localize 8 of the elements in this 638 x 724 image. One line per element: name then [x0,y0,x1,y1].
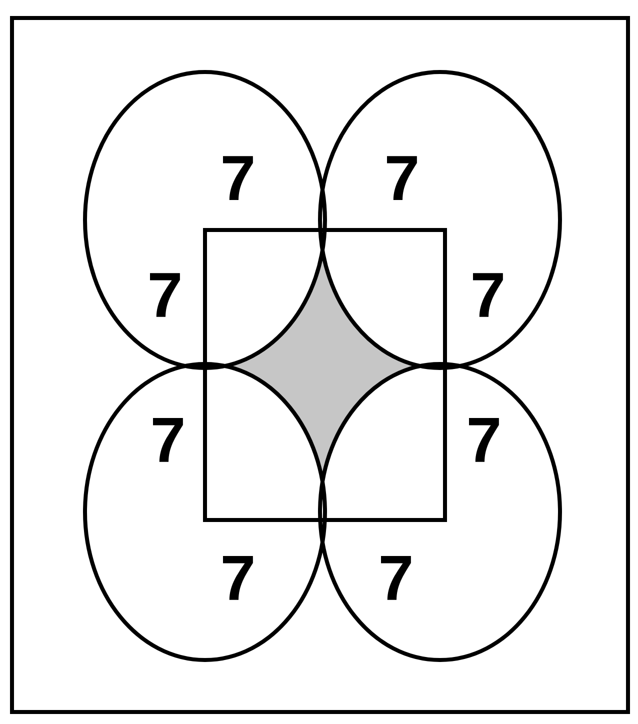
region-number: 7 [381,556,411,600]
region-number: 7 [473,273,503,317]
region-number: 7 [387,156,417,200]
region-number: 7 [153,418,183,462]
region-number: 7 [150,273,180,317]
region-number: 7 [223,156,253,200]
region-number: 7 [223,556,253,600]
region-number: 7 [469,418,499,462]
